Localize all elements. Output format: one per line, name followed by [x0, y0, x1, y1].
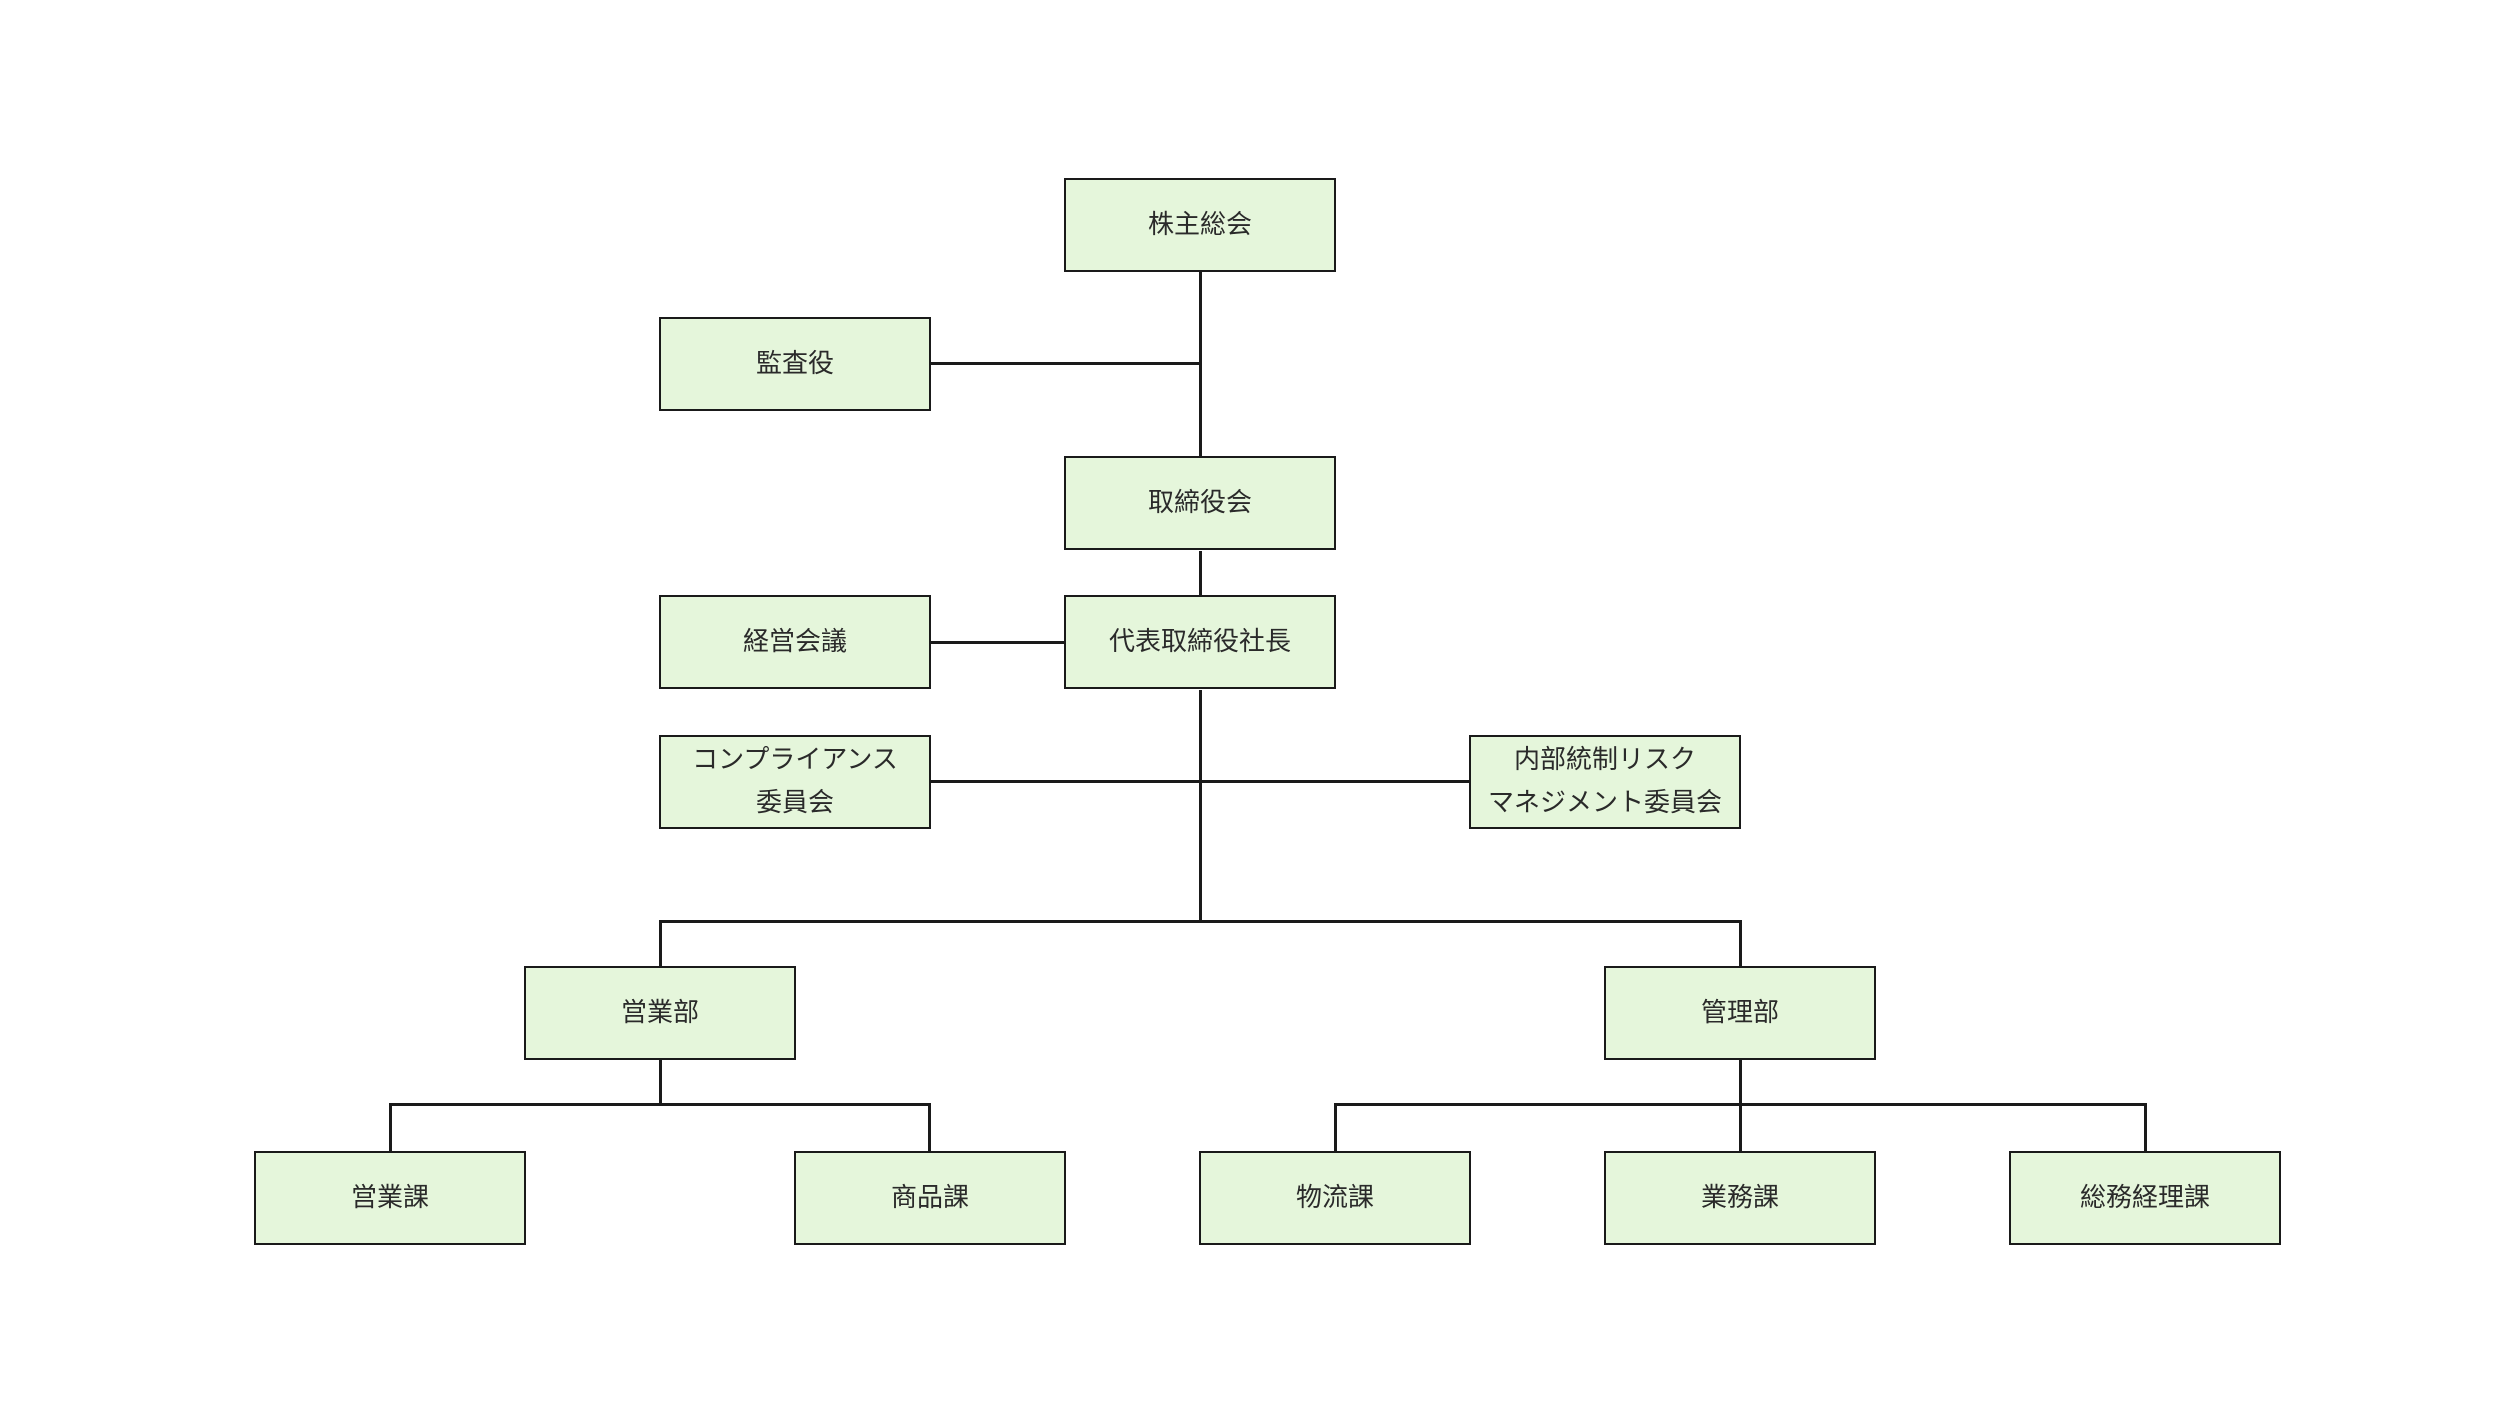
node-label-line2: マネジメント委員会: [1487, 788, 1722, 818]
node-label: 管理部: [1700, 997, 1779, 1028]
connector-product-section-drop: [928, 1103, 931, 1151]
node-label: 業務課: [1700, 1182, 1779, 1213]
connector-committees: [930, 780, 1470, 783]
node-label: 総務経理課: [2079, 1182, 2210, 1213]
node-board-of-directors: 取締役会: [1064, 456, 1336, 550]
node-internal-control-committee: 内部統制リスク マネジメント委員会: [1469, 735, 1741, 829]
connector-operations-drop: [1739, 1103, 1742, 1151]
node-sales-department: 営業部: [524, 966, 796, 1060]
node-label: 取締役会: [1147, 487, 1252, 518]
node-label: 株主総会: [1147, 209, 1252, 240]
connector-board-president: [1199, 551, 1202, 598]
connector-sales-sections-bar: [389, 1103, 931, 1106]
node-president: 代表取締役社長: [1064, 595, 1336, 689]
node-label: 営業課: [350, 1182, 429, 1213]
node-label: 商品課: [890, 1182, 969, 1213]
connector-management-meeting: [930, 641, 1067, 644]
node-label: 監査役: [755, 348, 834, 379]
connector-logistics-drop: [1334, 1103, 1337, 1151]
node-compliance-committee: コンプライアンス 委員会: [659, 735, 931, 829]
connector-president-trunk: [1199, 690, 1202, 923]
connector-sales-dept-drop: [659, 920, 662, 966]
node-shareholders-meeting: 株主総会: [1064, 178, 1336, 272]
connector-admin-dept-down: [1739, 1058, 1742, 1106]
node-label: 営業部: [620, 997, 699, 1028]
node-auditor: 監査役: [659, 317, 931, 411]
connector-admin-dept-drop: [1739, 920, 1742, 966]
connector-sales-section-drop: [389, 1103, 392, 1151]
connector-shareholders-board: [1199, 271, 1202, 459]
node-general-affairs-section: 総務経理課: [2009, 1151, 2281, 1245]
node-label-line1: コンプライアンス: [692, 745, 898, 776]
connector-general-affairs-drop: [2144, 1103, 2147, 1151]
node-operations-section: 業務課: [1604, 1151, 1876, 1245]
node-label-line2: 委員会: [755, 788, 834, 818]
node-label: 代表取締役社長: [1108, 626, 1291, 657]
node-label: 経営会議: [742, 626, 847, 657]
connector-sales-dept-down: [659, 1058, 662, 1106]
node-product-section: 商品課: [794, 1151, 1066, 1245]
node-label-line1: 内部統制リスク: [1513, 745, 1696, 776]
node-label: 物流課: [1295, 1182, 1374, 1213]
connector-auditor: [930, 362, 1202, 365]
node-management-meeting: 経営会議: [659, 595, 931, 689]
node-sales-section: 営業課: [254, 1151, 526, 1245]
node-admin-department: 管理部: [1604, 966, 1876, 1060]
node-logistics-section: 物流課: [1199, 1151, 1471, 1245]
connector-departments-bar: [659, 920, 1742, 923]
